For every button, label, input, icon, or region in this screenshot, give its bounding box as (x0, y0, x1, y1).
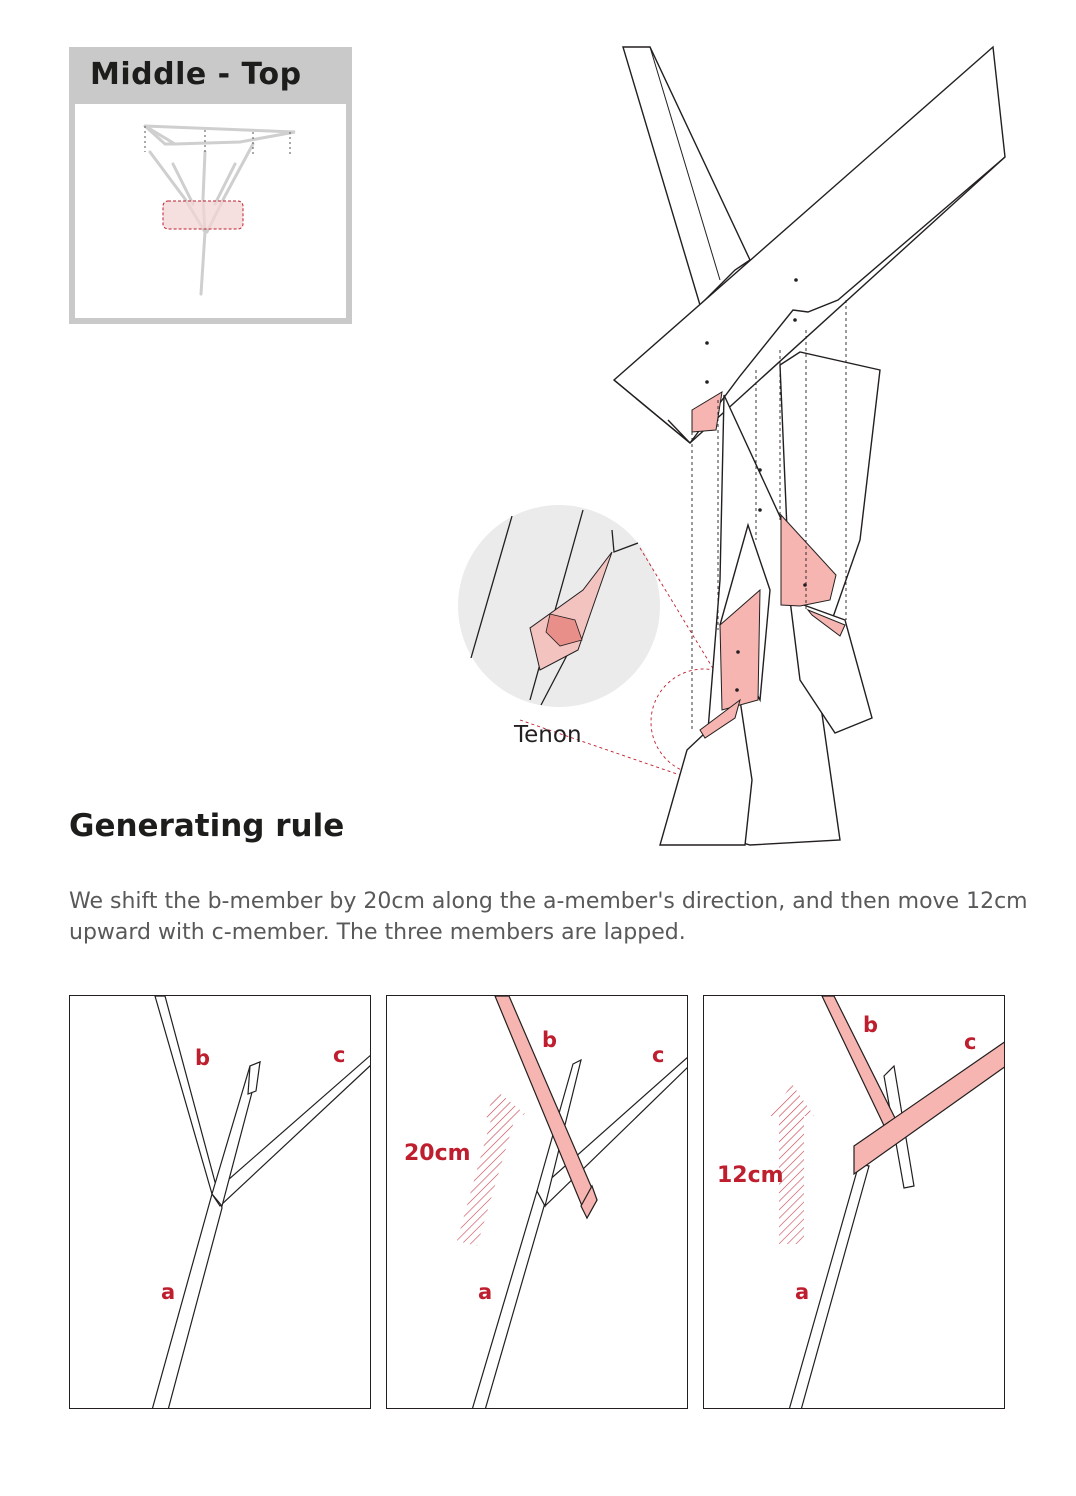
label-a: a (478, 1280, 493, 1304)
label-b: b (863, 1013, 879, 1037)
label-c: c (333, 1043, 346, 1067)
label-b: b (195, 1046, 211, 1070)
section-heading: Generating rule (69, 808, 345, 844)
highlight-region (162, 200, 244, 230)
label-a: a (795, 1280, 810, 1304)
section-description: We shift the b-member by 20cm along the … (69, 889, 1028, 945)
shift-dimension: 20cm (404, 1141, 471, 1166)
overview-thumbnail: Middle - Top (69, 47, 352, 324)
thumbnail-title: Middle - Top (90, 57, 302, 92)
step-panel-3: b c a 12cm (703, 995, 1005, 1409)
panel-1-drawing (151, 996, 370, 1408)
label-c: c (964, 1030, 977, 1054)
thumbnail-canvas (75, 104, 346, 318)
label-b: b (542, 1028, 558, 1052)
tenon-callout-label: Tenon (514, 722, 582, 748)
panel-2-drawing (457, 996, 687, 1408)
joint-exploded-drawing (458, 45, 1006, 846)
move-arrow (770, 1084, 814, 1244)
step-panel-2: b c a 20cm (386, 995, 688, 1409)
panel-3-drawing (770, 996, 1004, 1408)
structure-overview-drawing (143, 124, 296, 296)
label-c: c (652, 1043, 665, 1067)
label-a: a (161, 1280, 176, 1304)
step-panel-1: b c a (69, 995, 371, 1409)
move-dimension: 12cm (717, 1163, 784, 1188)
detail-magnifier-circle (458, 505, 660, 707)
shift-arrow (457, 1091, 525, 1246)
